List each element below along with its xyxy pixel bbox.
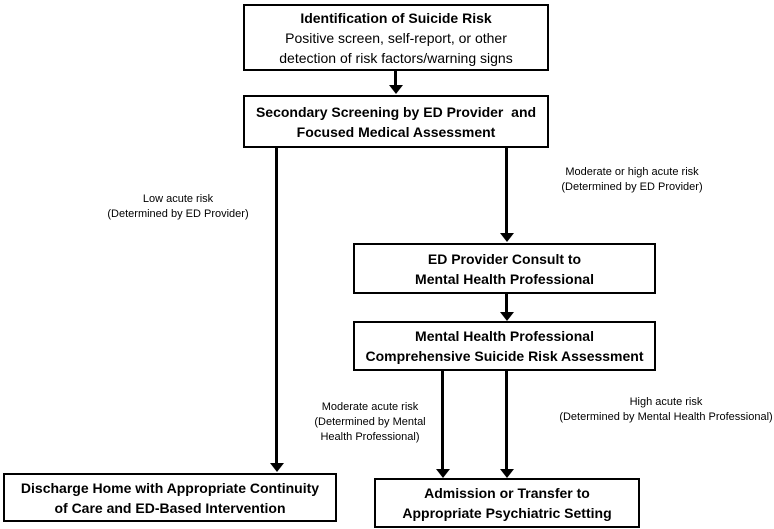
node-comprehensive-assessment: Mental Health Professional Comprehensive… — [353, 321, 656, 371]
edge-label-line: (Determined by ED Provider) — [107, 208, 249, 220]
node-text-line: of Care and ED-Based Intervention — [54, 499, 286, 516]
edge-label-line: Moderate or high acute risk — [565, 166, 699, 178]
edge-label-moderate-or-high-acute-risk: Moderate or high acute risk (Determined … — [532, 165, 732, 195]
node-text-line: Comprehensive Suicide Risk Assessment — [365, 348, 644, 364]
edge-label-line: (Determined by Mental Health Professiona… — [559, 411, 773, 423]
node-secondary-screening: Secondary Screening by ED Provider and F… — [243, 95, 549, 148]
edge-label-line: (Determined by ED Provider) — [561, 181, 703, 193]
edge-label-moderate-acute-risk: Moderate acute risk (Determined by Menta… — [290, 400, 450, 445]
edge-label-low-acute-risk: Low acute risk (Determined by ED Provide… — [78, 192, 278, 222]
arrow-secondary-screening-to-discharge — [275, 148, 278, 463]
arrow-consult-to-assessment — [505, 294, 508, 312]
edge-label-line: Health Professional) — [320, 431, 420, 443]
node-ed-provider-consult: ED Provider Consult to Mental Health Pro… — [353, 243, 656, 294]
node-text-line: Discharge Home with Appropriate Continui… — [20, 479, 320, 496]
node-text-line: Focused Medical Assessment — [296, 123, 496, 140]
node-text-line: Mental Health Professional — [415, 328, 594, 344]
node-identification-of-suicide-risk: Identification of Suicide Risk Positive … — [243, 4, 549, 71]
edge-label-high-acute-risk: High acute risk (Determined by Mental He… — [554, 395, 774, 425]
node-title: Identification of Suicide Risk — [300, 9, 492, 26]
node-text-line: Positive screen, self-report, or other — [285, 29, 507, 46]
arrow-identification-to-secondary-screening — [394, 71, 397, 85]
node-text-line: Mental Health Professional — [415, 270, 594, 287]
edge-label-line: Low acute risk — [142, 193, 214, 205]
edge-label-line: Moderate acute risk — [321, 401, 419, 413]
node-text-line: detection of risk factors/warning signs — [279, 49, 513, 66]
node-admission-or-transfer: Admission or Transfer to Appropriate Psy… — [374, 478, 640, 528]
edge-label-line: High acute risk — [629, 396, 703, 408]
arrow-secondary-screening-to-consult — [505, 148, 508, 233]
arrow-assessment-to-admission-moderate — [441, 371, 444, 469]
node-text-line: Appropriate Psychiatric Setting — [402, 505, 612, 521]
node-text-line: ED Provider Consult to — [427, 250, 582, 267]
arrow-assessment-to-admission-high — [505, 371, 508, 469]
node-text-line: Secondary Screening by ED Provider and — [255, 103, 537, 120]
node-discharge-home: Discharge Home with Appropriate Continui… — [3, 473, 337, 522]
node-text-line: Admission or Transfer to — [424, 485, 590, 501]
edge-label-line: (Determined by Mental — [314, 416, 426, 428]
